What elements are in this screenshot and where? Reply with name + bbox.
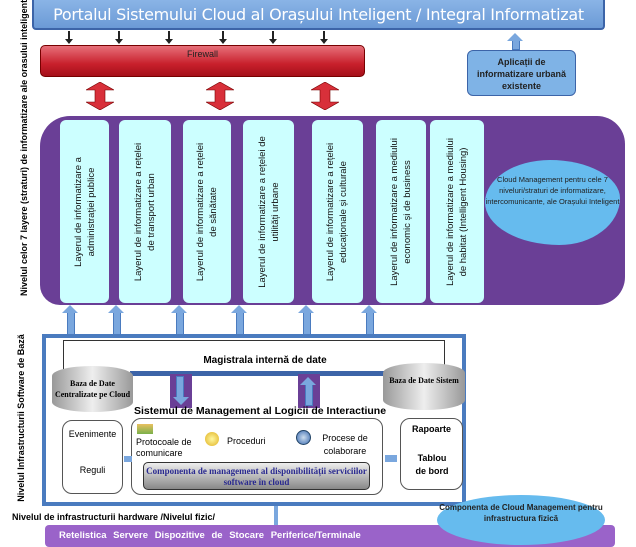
system-database: Baza de Date Sistem (383, 363, 465, 410)
arrow-down-icon (269, 31, 277, 44)
hardware-level-label: Nivelul de infrastructurii hardware /Niv… (12, 512, 216, 522)
rules-label: Reguli (79, 465, 106, 475)
arrow-right-icon (385, 455, 397, 462)
arrow-down-icon (176, 376, 184, 398)
double-arrow-icon (86, 82, 114, 110)
cloud-management-layers: Cloud Management pentru cele 7 niveluri/… (485, 160, 620, 245)
collaboration-icon (296, 430, 311, 445)
bus-frame (63, 340, 445, 374)
bus-label: Magistrala internă de date (203, 355, 327, 366)
arrow-right-icon (124, 456, 132, 462)
availability-component: Componenta de management al disponibilit… (143, 462, 370, 490)
protocols-label: Protocoale de comunicare (136, 437, 192, 458)
existing-apps-box: Aplicații de informatizare urbană existe… (467, 50, 576, 96)
reports-label: Rapoarte (411, 424, 451, 434)
dashboard-label: Tablou de bord (415, 453, 449, 476)
collaboration-label: Procese de colaborare (322, 433, 368, 456)
arrow-down-icon (65, 31, 73, 44)
layers-level-label: Nivelul celor 7 layere (straturi) de inf… (19, 0, 29, 296)
arrow-down-icon (219, 31, 227, 44)
events-rules-box: Evenimente Reguli (62, 420, 123, 494)
hardware-item: Dispozitive de Stocare (154, 530, 265, 541)
hardware-item: Servere (113, 530, 149, 541)
portal-bar: Portalul Sistemului Cloud al Orașului In… (32, 0, 605, 30)
double-arrow-icon (206, 82, 234, 110)
hardware-connector (274, 506, 278, 526)
logic-title: Sistemul de Management al Logicii de Int… (134, 405, 387, 417)
protocols-icon (137, 424, 153, 434)
events-label: Evenimente (68, 429, 117, 439)
procedures-icon (205, 432, 219, 446)
hardware-item: Periferice/Terminale (270, 530, 361, 541)
arrow-down-icon (115, 31, 123, 44)
data-bus (130, 371, 420, 376)
double-arrow-icon (311, 82, 339, 110)
arrow-down-icon (320, 31, 328, 44)
arrow-up-icon (507, 33, 523, 50)
hardware-item: Retelistica (59, 530, 107, 541)
software-level-label: Nivelul Infrastructurii Software de Bază (16, 334, 26, 502)
central-database: Baza de Date Centralizate pe Cloud (52, 366, 133, 412)
firewall: Firewall (40, 45, 365, 77)
cloud-management-hardware: Componenta de Cloud Management pentru in… (437, 495, 605, 545)
arrow-down-icon (165, 31, 173, 44)
arrow-up-icon (300, 377, 316, 406)
reports-box: Rapoarte Tablou de bord (400, 418, 463, 490)
procedures-label: Proceduri (227, 436, 266, 446)
